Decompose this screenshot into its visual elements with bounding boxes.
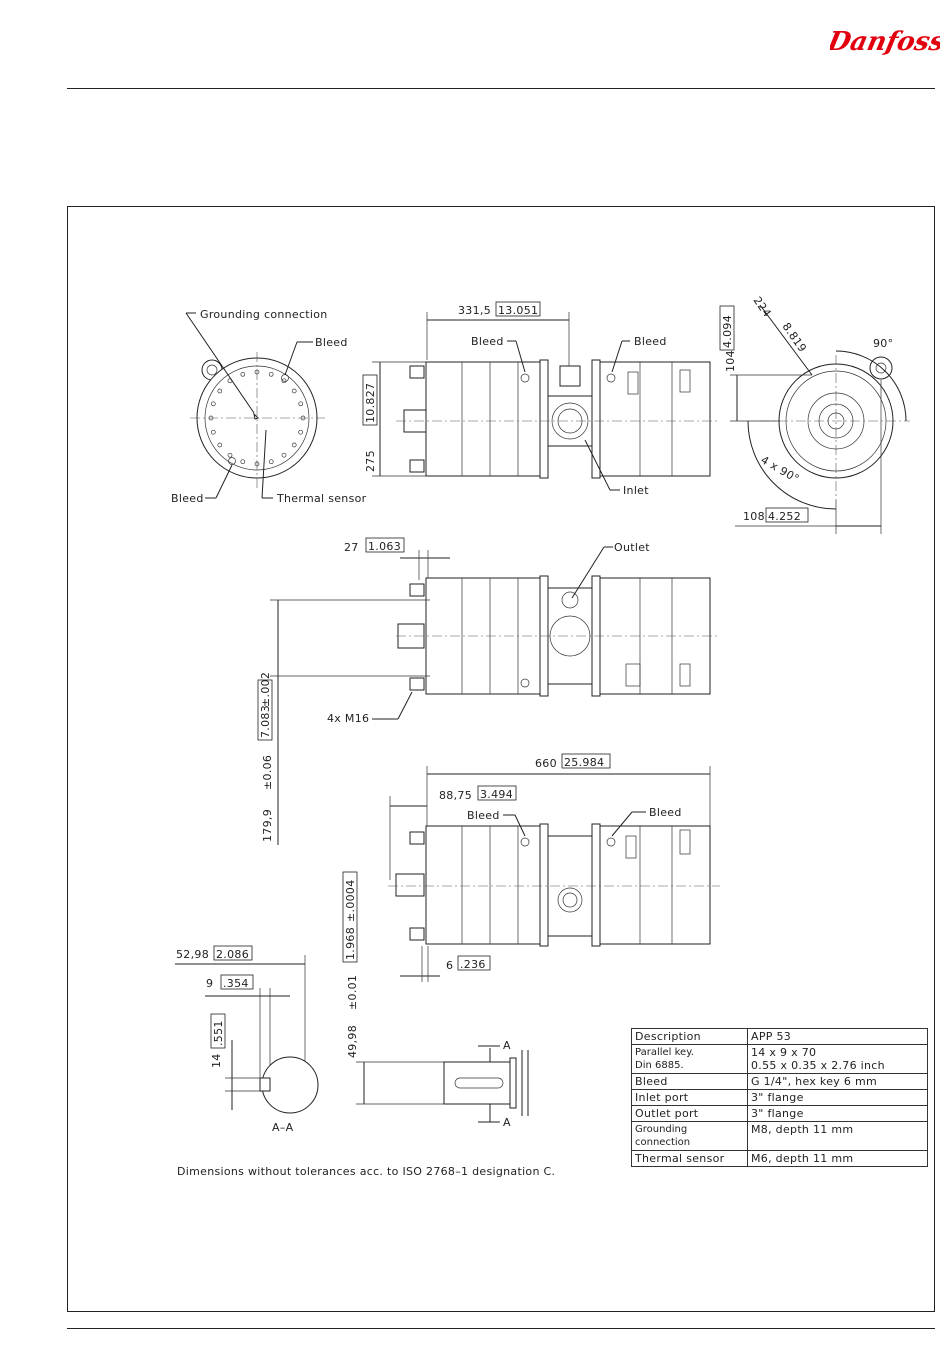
- dim-label: 275: [364, 450, 377, 472]
- bolt-hole: [291, 442, 297, 448]
- bolt-hole: [240, 459, 246, 465]
- dim-label: 660: [535, 757, 557, 770]
- spec-value: 14 x 9 x 70 0.55 x 0.35 x 2.76 inch: [747, 1044, 928, 1074]
- end-view: Grounding connection Bleed Bleed Thermal…: [171, 308, 367, 505]
- section-mark: A: [503, 1039, 511, 1052]
- dim-label: 27: [344, 541, 359, 554]
- bolt-hole: [268, 459, 274, 465]
- section-label: A–A: [272, 1121, 294, 1134]
- dim-label: 88,75: [439, 789, 472, 802]
- spec-label: Inlet port: [631, 1089, 748, 1106]
- dim-tolerance: ±0.01: [346, 975, 359, 1010]
- dim-label: 49,98: [346, 1025, 359, 1058]
- bolt-hole: [291, 388, 297, 394]
- dim-inch: .354: [223, 977, 249, 990]
- dim-tolerance: ±0.06: [261, 755, 274, 790]
- dim-inch: 2.086: [216, 948, 249, 961]
- bottom-view: 660 25.984 88,75 3.494 Bleed Bleed: [388, 753, 720, 982]
- grounding-connection-label: Grounding connection: [200, 308, 328, 321]
- danfoss-logo: Danfoss: [830, 26, 940, 57]
- dim-inch: .551: [212, 1020, 225, 1046]
- dim-inch: 25.984: [564, 756, 604, 769]
- bolt-hole: [217, 442, 223, 448]
- dim-inch: 4.252: [768, 510, 801, 523]
- dim-label: 104: [724, 350, 737, 372]
- shaft-section: 52,98 2.086 9 .354 14 .551 A–A A A 49,98: [175, 871, 555, 1178]
- dim-label: 52,98: [176, 948, 209, 961]
- bolt-hole: [281, 452, 287, 458]
- spec-label: Bleed: [631, 1073, 748, 1090]
- dim-inch: 10.827: [364, 383, 377, 423]
- dim-inch: 13.051: [498, 304, 538, 317]
- dim-tolerance: ±.002: [259, 672, 272, 707]
- bolt-hole: [268, 371, 274, 377]
- bleed-label: Bleed: [315, 336, 348, 349]
- spec-value: 3" flange: [747, 1089, 928, 1106]
- bolt-hole: [298, 401, 304, 407]
- bleed-label: Bleed: [471, 335, 504, 348]
- bolt-hole: [217, 388, 223, 394]
- spec-value: 3" flange: [747, 1105, 928, 1122]
- bolt-hole: [281, 378, 287, 384]
- bolt-hole: [210, 401, 216, 407]
- dim-inch: 4.094: [721, 315, 734, 348]
- middle-view: 27 1.063 Outlet 4x M16 179,9 ±0.06 7.083: [257, 537, 720, 845]
- bleed-label: Bleed: [467, 809, 500, 822]
- svg-text:Danfoss: Danfoss: [830, 26, 940, 57]
- dim-label: 331,5: [458, 304, 491, 317]
- spec-row: Parallel key. Din 6885.14 x 9 x 70 0.55 …: [631, 1044, 928, 1074]
- spec-value: G 1/4", hex key 6 mm: [747, 1073, 928, 1090]
- bleed-label: Bleed: [649, 806, 682, 819]
- dim-inch: 1.063: [368, 540, 401, 553]
- dim-inch: 7.083: [259, 705, 272, 738]
- dim-label: 179,9: [261, 809, 274, 842]
- spec-label: Outlet port: [631, 1105, 748, 1122]
- dim-label: 224: [751, 294, 774, 319]
- dim-label: 14: [210, 1053, 223, 1068]
- flange-view: 104 4.094 224 8.819 90° 4 x 90° 108 4.25…: [719, 294, 910, 534]
- spec-label: Parallel key. Din 6885.: [631, 1044, 748, 1074]
- tolerance-note: Dimensions without tolerances acc. to IS…: [177, 1165, 555, 1178]
- angle-label: 90°: [873, 337, 893, 350]
- spec-value: M6, depth 11 mm: [747, 1150, 928, 1167]
- bolt-hole: [240, 371, 246, 377]
- drawing-frame: [67, 206, 935, 1312]
- dim-label: 6: [446, 959, 453, 972]
- dim-inch: 1.968: [344, 927, 357, 960]
- dim-inch: 3.494: [480, 788, 513, 801]
- bleed-label: Bleed: [171, 492, 204, 505]
- bolt-hole: [210, 429, 216, 435]
- bolt-hole: [227, 452, 233, 458]
- top-view: 331,5 13.051 275 10.827: [362, 301, 720, 497]
- spec-label: Grounding connection: [631, 1121, 748, 1151]
- header-rule: [67, 88, 935, 89]
- bolt-hole: [298, 429, 304, 435]
- dim-inch: .236: [460, 958, 486, 971]
- dim-tolerance: ±.0004: [344, 879, 357, 922]
- dim-label: 108: [743, 510, 765, 523]
- inlet-label: Inlet: [623, 484, 649, 497]
- dim-label: 9: [206, 977, 213, 990]
- spec-value: M8, depth 11 mm: [747, 1121, 928, 1151]
- footer-rule: [67, 1328, 935, 1329]
- section-mark: A: [503, 1116, 511, 1129]
- outlet-label: Outlet: [614, 541, 650, 554]
- thermal-sensor-label: Thermal sensor: [276, 492, 367, 505]
- spec-label: Description: [631, 1028, 748, 1045]
- spec-value: APP 53: [747, 1028, 928, 1045]
- bleed-label: Bleed: [634, 335, 667, 348]
- bolts-label: 4x M16: [327, 712, 369, 725]
- spec-label: Thermal sensor: [631, 1150, 748, 1167]
